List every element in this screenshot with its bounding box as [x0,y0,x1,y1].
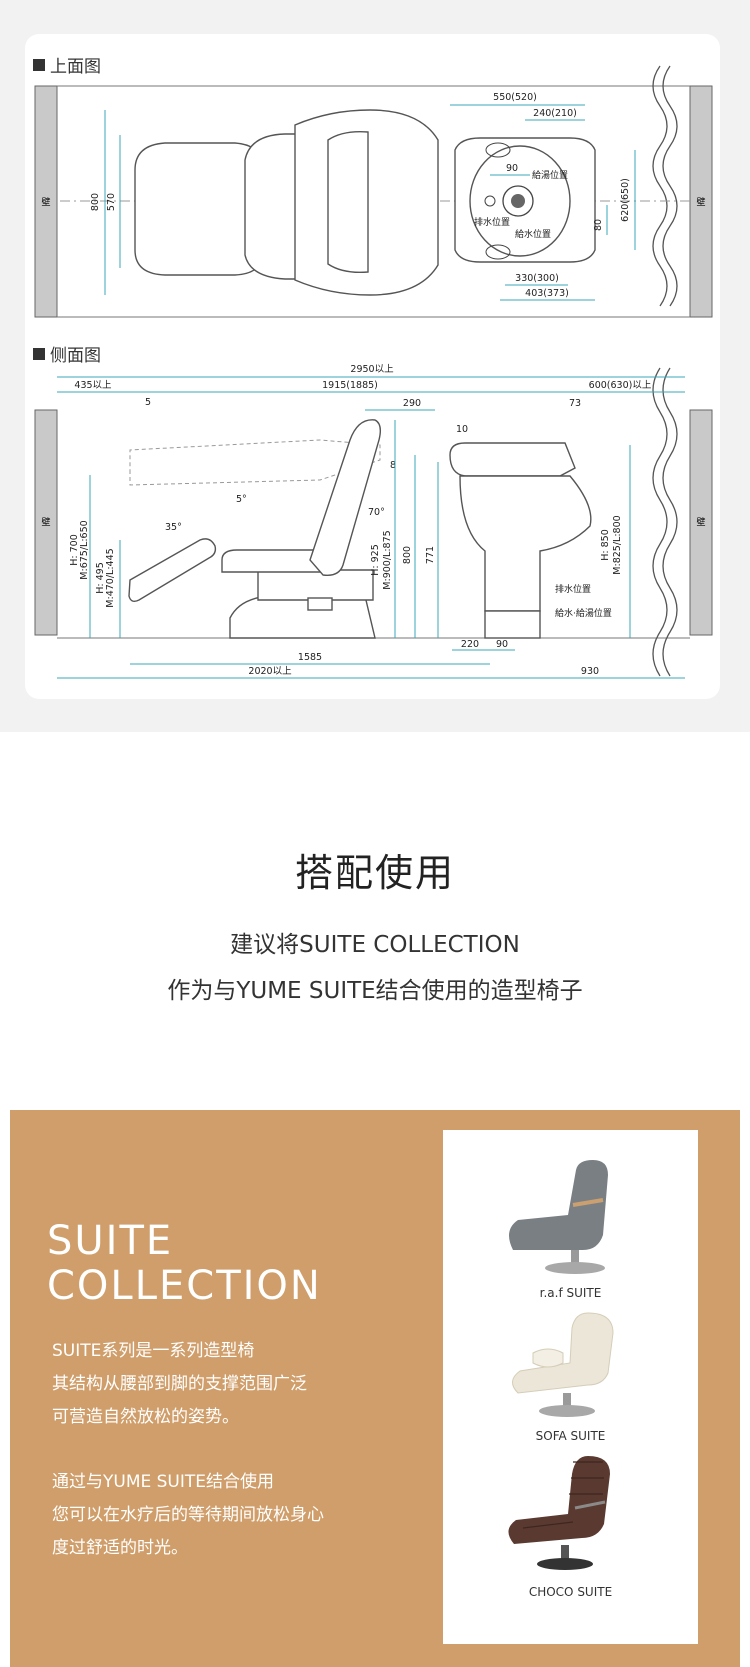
dim-570-top: 570 [106,193,117,211]
dim-h700: H: 700 [69,534,80,566]
dim-5: 5 [145,397,151,408]
chair-top-outline [134,109,439,296]
side-view-diagram: 壁 壁 2950以上 435以上 1915(1885) 600(630)以上 5… [34,364,713,679]
wall-label-side-right: 壁 [696,516,705,528]
dim-73: 73 [569,398,581,409]
product-card: r.a.f SUITE SOFA SUITE CHOCO SUITE [443,1130,698,1644]
dim-620: 620(650) [620,178,631,222]
angle-35: 35° [165,522,182,533]
dim-h700-b: M:675/L:650 [79,520,90,579]
dim-800-side: 800 [402,546,413,564]
dim-800-top: 800 [90,193,101,211]
dim-435: 435以上 [74,380,112,391]
wall-label-left: 壁 [41,196,50,208]
collection-para2-line1: 通过与YUME SUITE结合使用 [52,1472,275,1492]
angle-5: 5° [236,494,247,505]
dim-600: 600(630)以上 [589,380,652,391]
collection-title-1: SUITE [47,1218,174,1264]
right-wall-side [689,409,713,636]
label-drain-side: 排水位置 [555,583,591,595]
angle-70: 70° [368,507,385,518]
match-title: 搭配使用 [294,851,455,895]
top-view-heading: 上面图 [33,52,101,77]
square-bullet-icon [33,58,45,71]
dim-2950: 2950以上 [350,364,394,375]
wall-label-right: 壁 [696,196,705,208]
dim-80: 80 [593,219,604,231]
dim-330: 330(300) [515,273,559,284]
label-water-hot-side: 給水·給湯位置 [555,607,612,619]
dim-h925-b: M:900/L:875 [382,530,393,589]
dim-290: 290 [403,398,421,409]
top-view-diagram: 壁 壁 800 570 550(520) 240(210) 90 620(650… [34,65,713,318]
collection-para2-line2: 您可以在水疗后的等待期间放松身心 [52,1505,324,1525]
dim-771: 771 [425,546,436,564]
dim-8: 8 [390,460,396,471]
sofa-suite-chair-image [512,1312,614,1417]
collection-para1-line3: 可营造自然放松的姿势。 [52,1407,239,1427]
dim-10: 10 [456,424,468,435]
label-hot-water-top: 給湯位置 [532,169,568,181]
dim-h495-b: M:470/L:445 [105,548,116,607]
dim-h925: H: 925 [370,544,381,576]
product-name-raf-suite: r.a.f SUITE [539,1286,602,1300]
collection-para1-line2: 其结构从腰部到脚的支撑范围广泛 [52,1374,307,1394]
left-wall-side [34,409,58,636]
dim-90-top: 90 [506,163,518,174]
bowl-top-outline [454,137,596,263]
left-wall [34,85,58,318]
choco-suite-chair-image [508,1456,610,1570]
suite-collection-panel: SUITE COLLECTION SUITE系列是一系列造型椅 其结构从腰部到脚… [10,1110,740,1667]
dim-1915: 1915(1885) [322,380,378,391]
dim-h850: H: 850 [600,529,611,561]
dim-930: 930 [581,666,599,677]
collection-para2-line3: 度过舒适的时光。 [52,1538,188,1558]
dim-403: 403(373) [525,288,569,299]
raf-suite-chair-image [509,1160,608,1274]
wall-label-side-left: 壁 [41,516,50,528]
collection-para1-line1: SUITE系列是一系列造型椅 [52,1341,255,1361]
dim-220: 220 [461,639,479,650]
dim-550: 550(520) [493,92,537,103]
chair-side-outline [128,419,382,639]
product-name-sofa-suite: SOFA SUITE [535,1429,606,1443]
square-bullet-icon [33,347,45,360]
collection-title-2: COLLECTION [47,1263,322,1309]
bowl-side-outline [449,442,592,639]
label-water-top: 給水位置 [515,228,551,240]
dim-h495: H: 495 [95,562,106,594]
dim-2020: 2020以上 [248,666,292,677]
dim-h850-b: M:825/L:800 [612,515,623,574]
dim-240: 240(210) [533,108,577,119]
dim-90-side: 90 [496,639,508,650]
label-drain-top: 排水位置 [474,216,510,228]
dim-1585: 1585 [298,652,322,663]
match-line-1: 建议将SUITE COLLECTION [230,932,520,958]
product-name-choco-suite: CHOCO SUITE [528,1585,613,1599]
side-view-heading: 侧面图 [33,341,101,366]
match-line-2: 作为与YUME SUITE结合使用的造型椅子 [167,978,583,1004]
